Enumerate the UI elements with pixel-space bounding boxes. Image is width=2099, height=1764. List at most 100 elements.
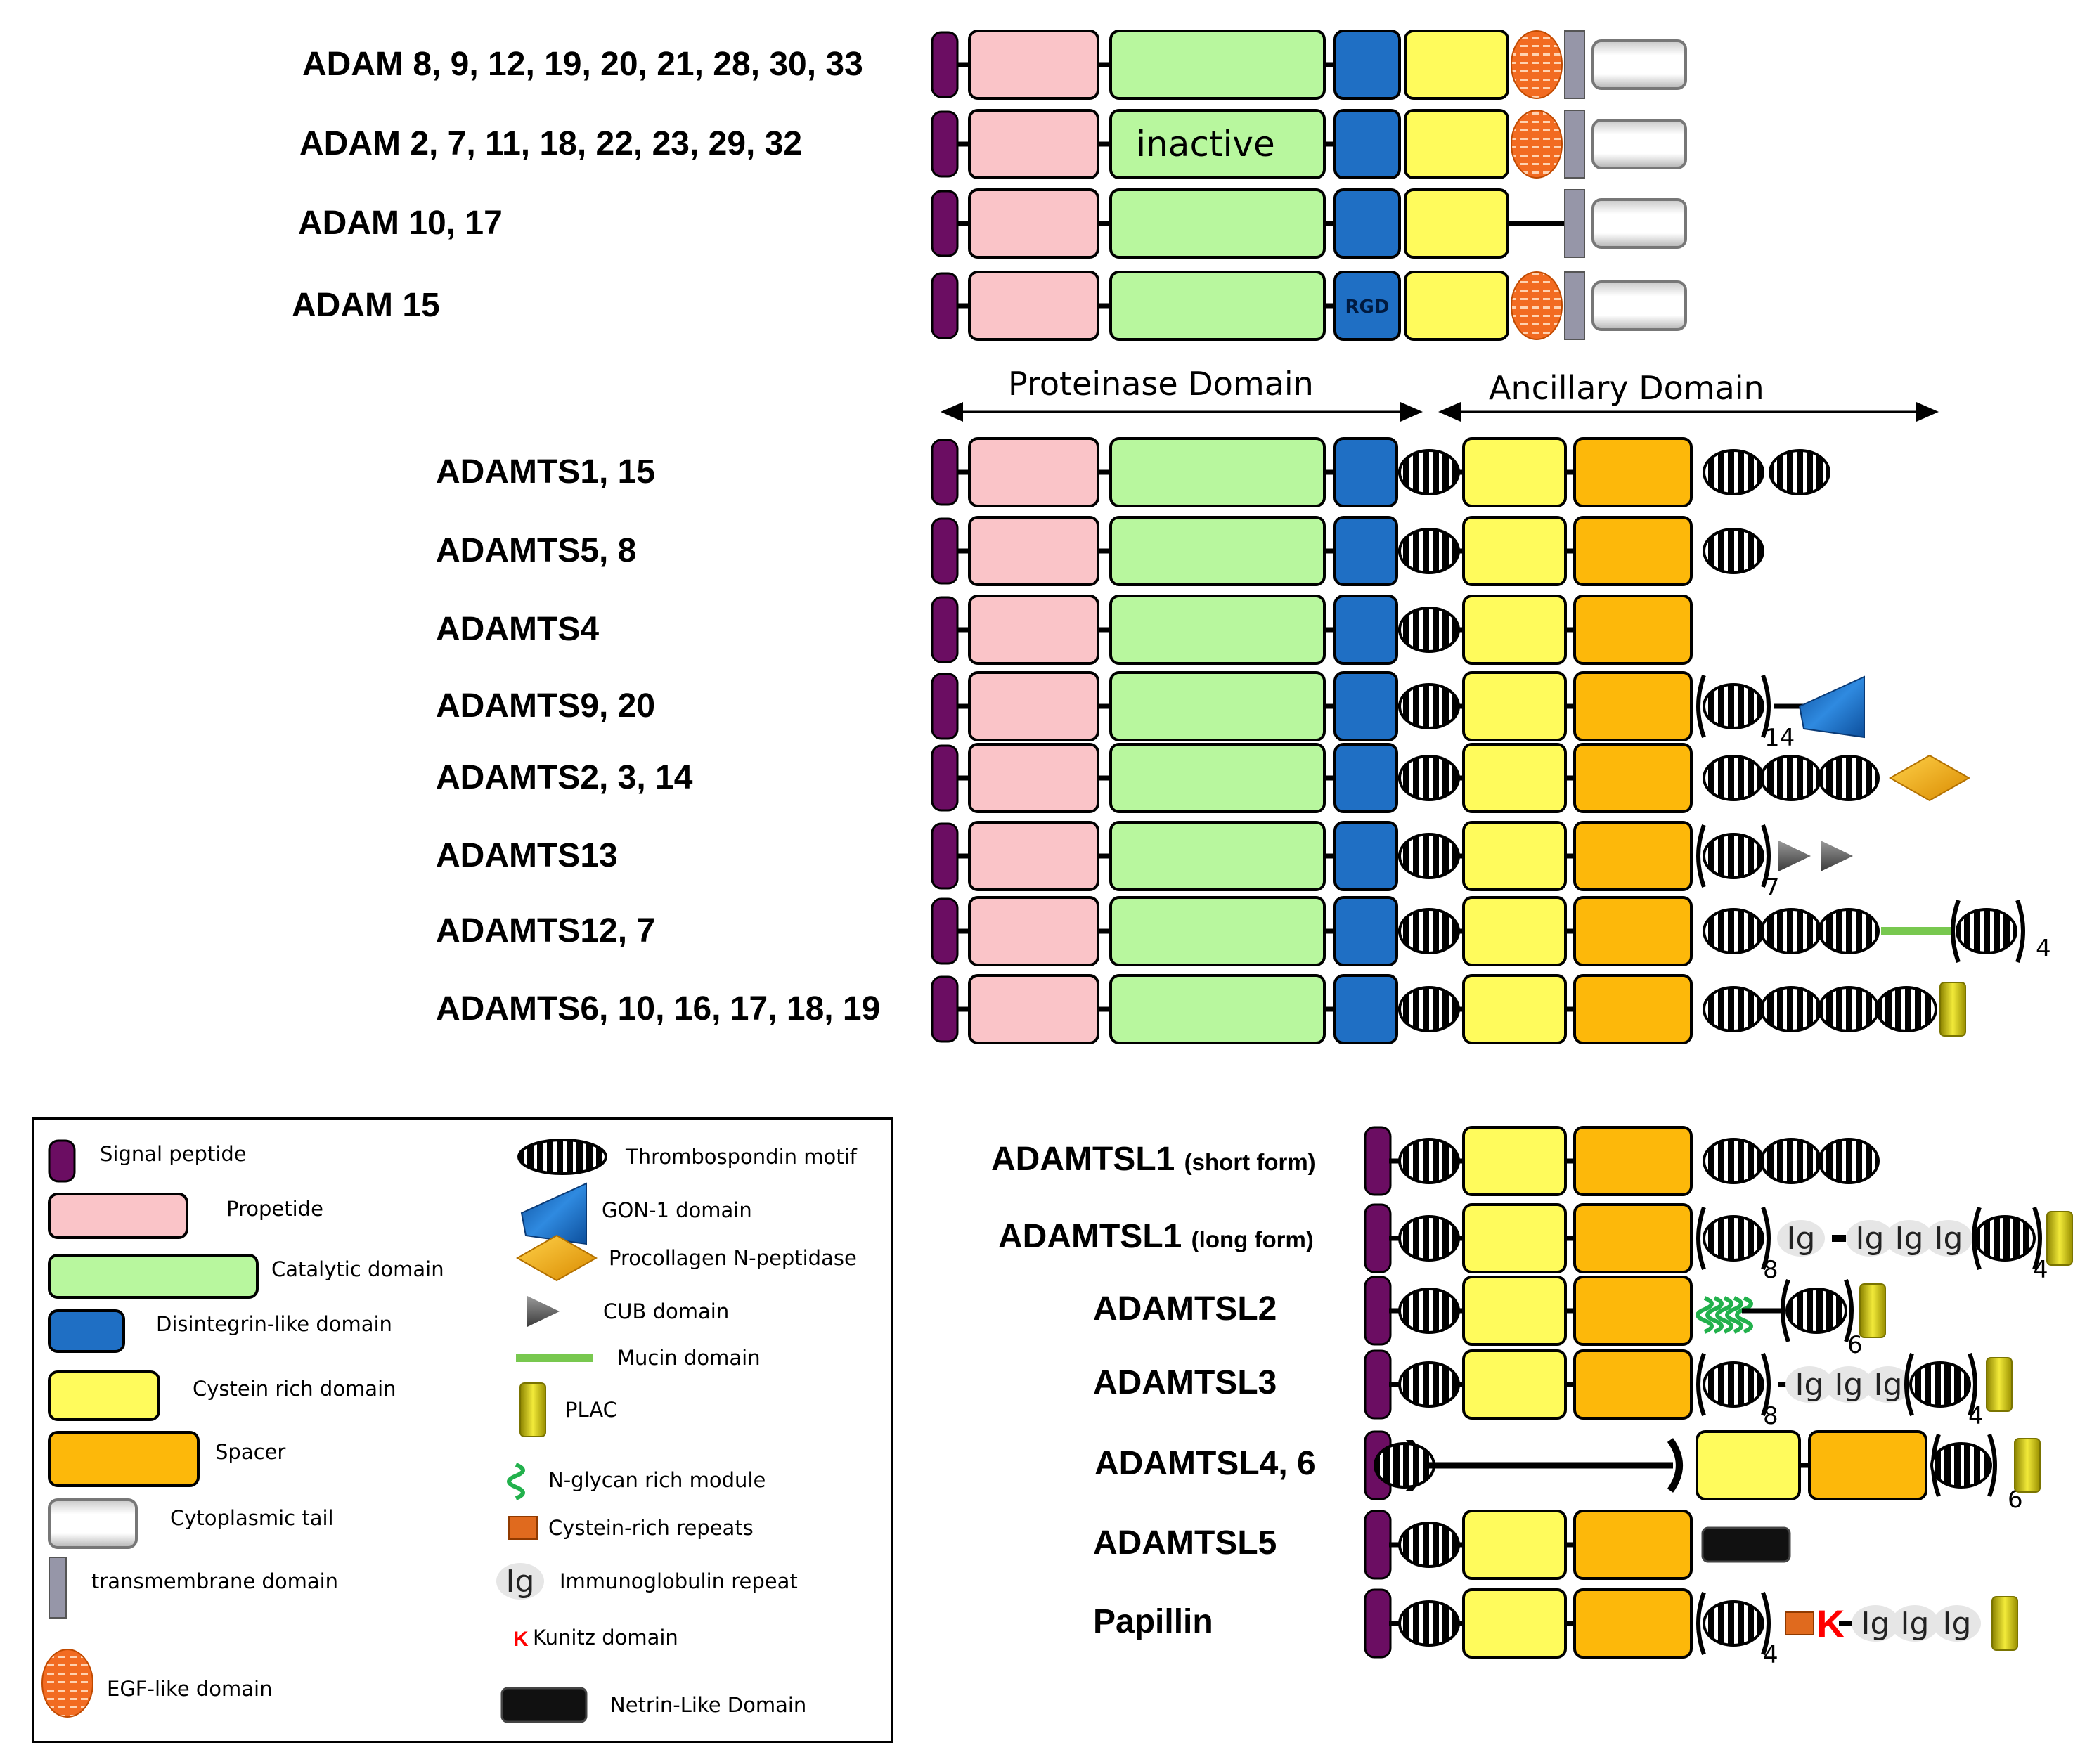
thrombospondin-motif [1818, 986, 1880, 1032]
catalytic-domain [1109, 516, 1326, 586]
legend-label: Signal peptide [100, 1142, 247, 1166]
propeptide [968, 188, 1099, 259]
adamtsl-row-label: Papillin [1093, 1603, 1213, 1640]
legend-label: EGF-like domain [107, 1677, 273, 1701]
proteinase-arrow-left-head [941, 402, 963, 422]
legend-label: Spacer [215, 1440, 286, 1464]
thrombospondin-motif-half [1667, 1438, 1683, 1493]
catalytic-domain [1109, 437, 1326, 507]
ig-repeat-bg [1777, 1220, 1825, 1257]
spacer-domain [1573, 437, 1693, 507]
repeat-count: 14 [1764, 724, 1795, 752]
legend-label: CUB domain [603, 1299, 730, 1323]
cysteine-rich-domain [1404, 109, 1509, 179]
adamtsl-row-label: ADAMTSL1 (long form) [998, 1218, 1314, 1255]
ig-repeat-bg [1852, 1605, 1899, 1642]
cysteine-rich-domain [1696, 1430, 1801, 1500]
ancillary-domain-header: Ancillary Domain [1489, 369, 1764, 407]
ig-repeat-bg [496, 1563, 544, 1600]
repeat-bracket-right [1761, 674, 1771, 739]
cytoplasmic-tail [1591, 280, 1687, 331]
thrombospondin-motif [1398, 1288, 1460, 1334]
transmembrane-domain [1564, 30, 1585, 99]
legend-icon-disintegrin [48, 1309, 125, 1353]
plac-domain [1939, 982, 1966, 1037]
repeat-count: 4 [2036, 935, 2051, 963]
spacer-domain [1573, 974, 1693, 1044]
legend-label: Cystein rich domain [193, 1377, 396, 1401]
spacer-domain [1573, 821, 1693, 891]
legend-icon-tm [49, 1557, 67, 1619]
disintegrin-domain [1333, 896, 1398, 966]
cysteine-rich-domain [1462, 896, 1567, 966]
cysteine-rich-domain [1462, 1276, 1567, 1346]
thrombospondin-motif [1818, 908, 1880, 954]
transmembrane-domain [1564, 110, 1585, 179]
catalytic-domain [1109, 974, 1326, 1044]
repeat-count: 8 [1763, 1402, 1778, 1430]
thrombospondin-motif [1703, 1215, 1764, 1262]
spacer-domain [1573, 671, 1693, 741]
cysteine-rich-domain [1462, 595, 1567, 665]
procollagen-n-peptidase [1888, 754, 1971, 802]
repeat-bracket-left [1696, 824, 1706, 888]
cysteine-rich-domain [1462, 974, 1567, 1044]
legend-label: Procollagen N-peptidase [609, 1246, 857, 1270]
propeptide [968, 896, 1099, 966]
legend-label: Kunitz domain [533, 1626, 678, 1649]
repeat-count: 8 [1763, 1256, 1778, 1284]
thrombospondin-motif [1398, 528, 1460, 574]
ancillary-arrow-left-head [1438, 402, 1461, 422]
repeat-bracket-left [1904, 1352, 1914, 1417]
spacer-domain [1573, 743, 1693, 813]
n-glycan-squiggle [1715, 1296, 1733, 1334]
thrombospondin-motif [1703, 986, 1764, 1032]
legend-icon-cytoplasmic [48, 1498, 138, 1549]
propeptide [968, 974, 1099, 1044]
repeat-count: 7 [1764, 874, 1780, 902]
adamtsl-label-form: (long form) [1191, 1226, 1314, 1252]
thrombospondin-motif [1818, 1138, 1880, 1184]
thrombospondin-motif [1956, 908, 2017, 954]
thrombospondin-motif [1374, 1442, 1435, 1489]
repeat-bracket-right [1968, 1352, 1977, 1417]
repeat-bracket-right [1987, 1433, 1997, 1498]
catalytic-domain [1109, 896, 1326, 966]
legend-icon-nglycan [507, 1463, 525, 1500]
thrombospondin-motif [1930, 1442, 1992, 1489]
catalytic-domain [1109, 30, 1326, 100]
disintegrin-domain [1333, 109, 1401, 179]
cytoplasmic-tail [1591, 39, 1687, 90]
cub-domain [1778, 841, 1811, 871]
legend-icon-cub [527, 1296, 560, 1327]
adamtsl-row-label: ADAMTSL4, 6 [1094, 1445, 1316, 1482]
thrombospondin-motif [1703, 833, 1764, 879]
n-glycan-squiggle [1725, 1296, 1743, 1334]
thrombospondin-motif [1760, 908, 1822, 954]
adamts-row-label: ADAMTS12, 7 [436, 912, 656, 949]
spacer-domain [1573, 516, 1693, 586]
cysteine-rich-domain [1404, 271, 1509, 341]
cysteine-rich-domain [1404, 30, 1509, 100]
plac-domain [2046, 1211, 2073, 1266]
cysteine-rich-domain [1462, 1203, 1567, 1273]
signal-peptide [931, 439, 959, 506]
thrombospondin-motif [1398, 986, 1460, 1032]
thrombospondin-motif [1769, 449, 1830, 495]
catalytic-domain [1109, 109, 1326, 179]
repeat-bracket-left [1781, 1278, 1790, 1343]
legend-label: Thrombospondin motif [626, 1145, 857, 1169]
egf-like-domain [1511, 271, 1563, 340]
gon1-domain [1798, 675, 1865, 739]
spacer-domain [1573, 896, 1693, 966]
repeat-bracket-right [1761, 1591, 1771, 1656]
cysteine-rich-domain [1462, 1510, 1567, 1580]
repeat-bracket-left [1951, 899, 1961, 964]
transmembrane-domain [1564, 271, 1585, 340]
adamts-row-label: ADAMTS1, 15 [436, 453, 656, 491]
legend-icon-spacer [48, 1431, 200, 1487]
ancillary-arrow-right-head [1916, 402, 1939, 422]
signal-peptide [931, 897, 959, 965]
repeat-bracket-right [2015, 899, 2025, 964]
signal-peptide [931, 673, 959, 740]
